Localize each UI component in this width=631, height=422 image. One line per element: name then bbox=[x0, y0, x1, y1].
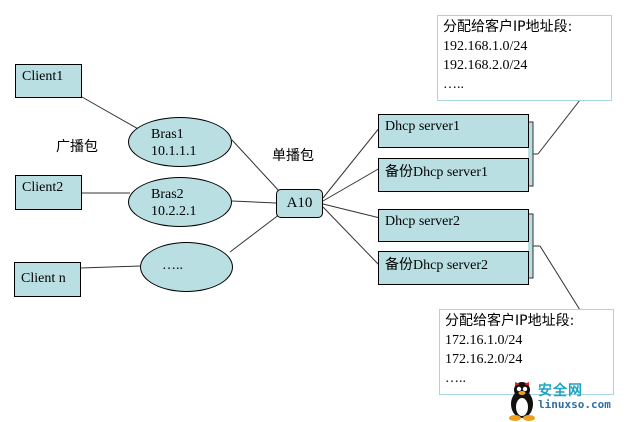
dhcp-server-node: Dhcp server1 bbox=[378, 114, 529, 148]
client-node: Client1 bbox=[15, 64, 82, 98]
note-line: 192.168.1.0/24 bbox=[443, 39, 528, 54]
watermark-cn: 安全网 bbox=[538, 383, 583, 399]
note-line: ….. bbox=[443, 77, 464, 92]
ip-range-note: 分配给客户IP地址段: 172.16.1.0/24 172.16.2.0/24 … bbox=[439, 309, 614, 395]
a10-node: A10 bbox=[276, 189, 323, 218]
link-a10-server1 bbox=[322, 126, 381, 199]
link-bras1-a10 bbox=[231, 139, 281, 193]
link-a10-backup1 bbox=[322, 167, 381, 202]
bras-ip: 10.2.2.1 bbox=[151, 204, 197, 219]
dhcp-server-node: Dhcp server2 bbox=[378, 209, 529, 242]
callout-line-2 bbox=[539, 245, 581, 311]
client-label: Client1 bbox=[22, 69, 64, 84]
a10-label: A10 bbox=[286, 195, 313, 211]
note-heading: 分配给客户IP地址段: bbox=[445, 313, 575, 329]
note-line: ….. bbox=[445, 371, 466, 386]
penguin-icon bbox=[509, 382, 535, 421]
link-client1-bras1 bbox=[81, 96, 141, 131]
client-label: Client2 bbox=[22, 180, 64, 195]
bras-ip: 10.1.1.1 bbox=[151, 144, 197, 159]
note-line: 192.168.2.0/24 bbox=[443, 58, 528, 73]
bras-name: Bras2 bbox=[151, 187, 184, 202]
link-bras2-a10 bbox=[231, 200, 277, 204]
bracket-group-2 bbox=[528, 213, 540, 279]
bras-node: Bras2 10.2.2.1 bbox=[128, 177, 232, 227]
bras-node-placeholder: ….. bbox=[140, 242, 233, 292]
callout-line-1 bbox=[537, 99, 581, 155]
dhcp-server-node: 备份Dhcp server1 bbox=[378, 158, 529, 192]
server-label: Dhcp server1 bbox=[385, 119, 461, 134]
client-node: Client2 bbox=[15, 175, 82, 210]
server-label: Dhcp server2 bbox=[385, 214, 461, 229]
note-heading: 分配给客户IP地址段: bbox=[443, 19, 573, 35]
client-label: Client n bbox=[21, 271, 66, 286]
server-label: 备份Dhcp server2 bbox=[385, 258, 489, 273]
note-line: 172.16.2.0/24 bbox=[445, 352, 523, 367]
bras-node: Bras1 10.1.1.1 bbox=[128, 117, 232, 167]
note-line: 172.16.1.0/24 bbox=[445, 333, 523, 348]
broadcast-label: 广播包 bbox=[56, 139, 98, 155]
link-a10-server2 bbox=[322, 203, 381, 219]
link-a10-backup2 bbox=[322, 206, 381, 267]
dhcp-server-node: 备份Dhcp server2 bbox=[378, 251, 529, 285]
server-label: 备份Dhcp server1 bbox=[385, 165, 489, 180]
watermark-en: linuxso.com bbox=[538, 398, 611, 411]
unicast-label: 单播包 bbox=[272, 148, 314, 164]
watermark-logo: 安全网 linuxso.com bbox=[500, 376, 631, 422]
link-clientn-brasn bbox=[80, 265, 141, 269]
bras-name: Bras1 bbox=[151, 127, 184, 142]
client-node: Client n bbox=[14, 262, 81, 297]
link-brasn-a10 bbox=[229, 213, 281, 253]
ip-range-note: 分配给客户IP地址段: 192.168.1.0/24 192.168.2.0/2… bbox=[437, 15, 612, 101]
bras-ellipsis: ….. bbox=[162, 258, 183, 273]
bracket-group-1 bbox=[528, 121, 538, 187]
